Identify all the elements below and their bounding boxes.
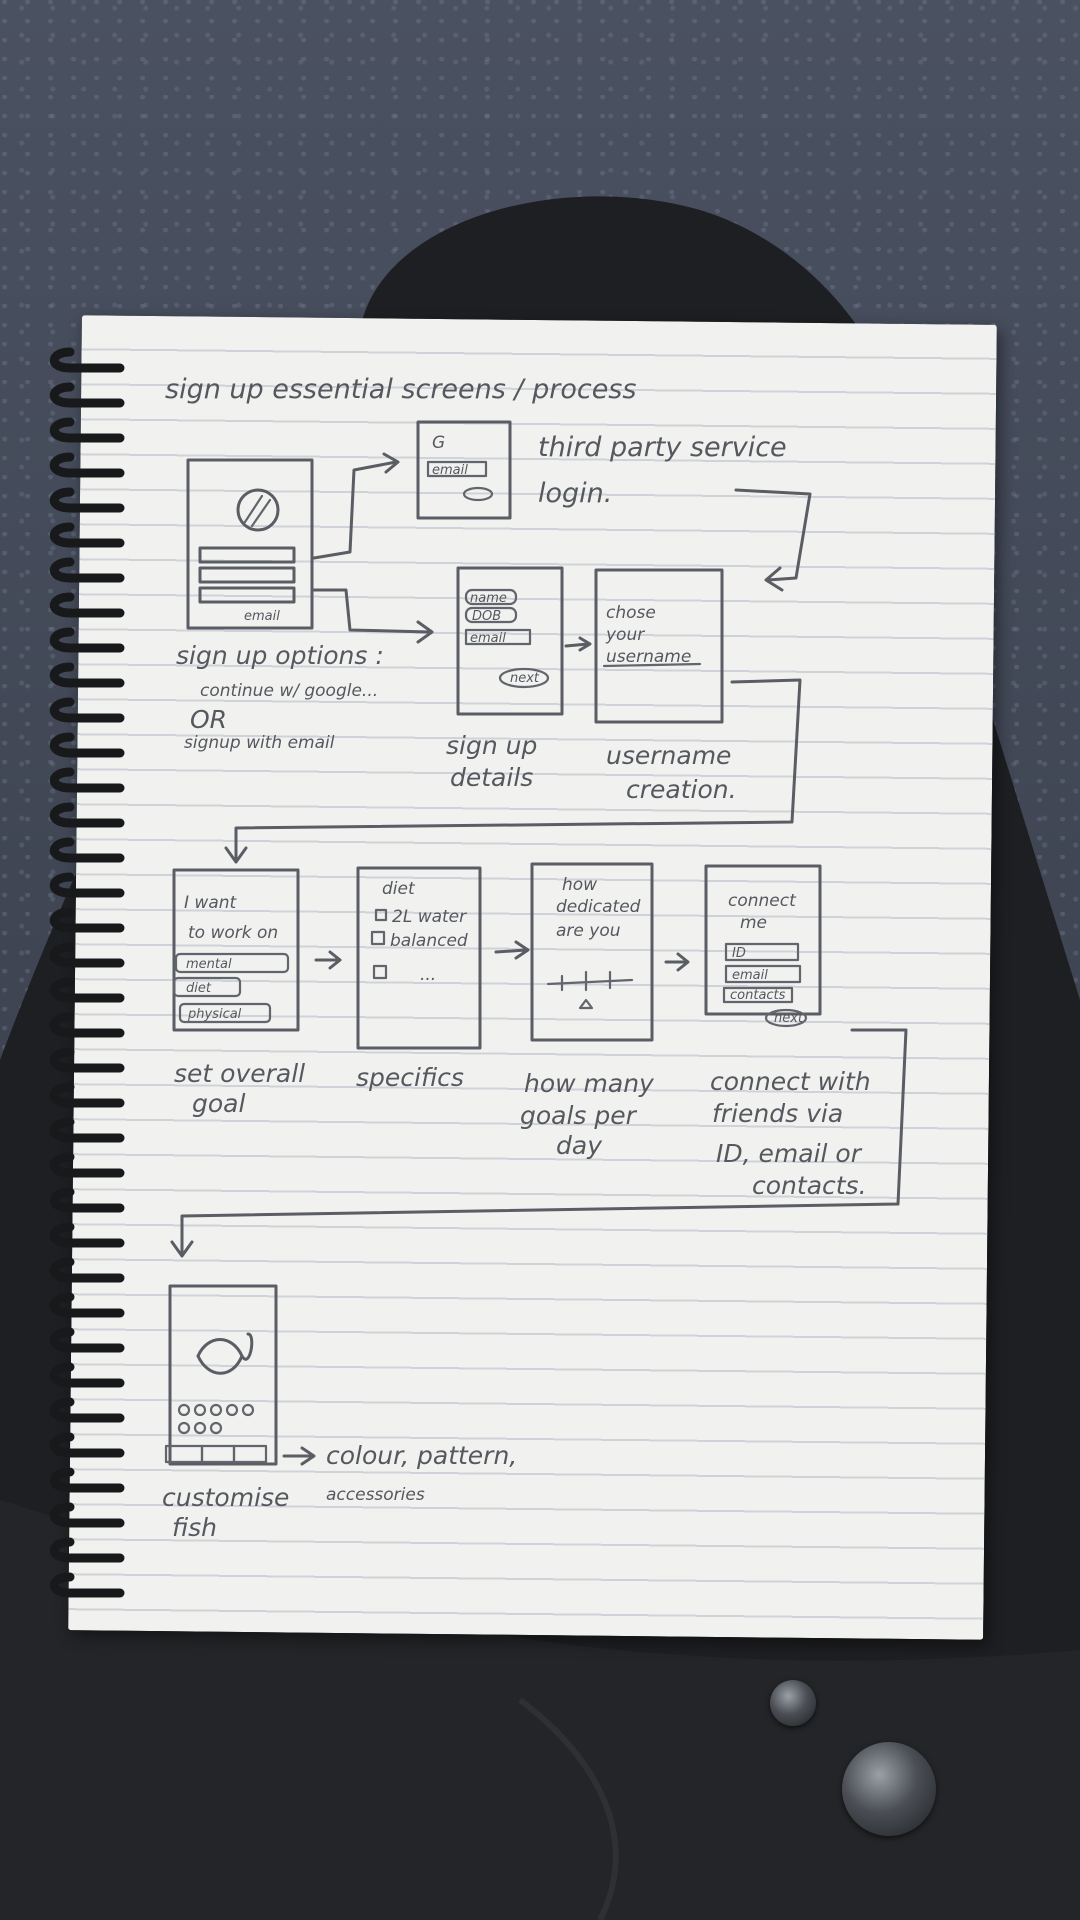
connect-contacts-field: contacts <box>730 988 786 1003</box>
spec-item-balanced: balanced <box>390 931 468 951</box>
caption-fish-2: fish <box>172 1513 217 1542</box>
goal-line1: I want <box>184 893 238 913</box>
spec-item-water: 2L water <box>392 907 467 927</box>
dedication-slider-marker <box>580 1000 592 1008</box>
caption-goal-1: set overall <box>174 1059 305 1088</box>
goal-option-physical: physical <box>187 1007 242 1022</box>
third-party-label-line1: third party service <box>538 432 787 463</box>
arrow-specifics-to-dedication <box>496 942 528 958</box>
caption-howmany-3: day <box>556 1131 603 1160</box>
caption-signup-details-2: details <box>450 763 533 792</box>
spec-title: diet <box>382 879 416 899</box>
wireframe-dedication: how dedicated are you <box>532 864 652 1040</box>
signup-options-caption-line1: sign up options : <box>176 641 384 670</box>
caption-connect-1: connect with <box>710 1067 871 1096</box>
connect-email-field: email <box>732 968 768 983</box>
arrow-dedication-to-connect <box>666 954 688 970</box>
details-email-field: email <box>470 631 506 646</box>
details-dob-field: DOB <box>472 609 501 624</box>
wireframe-connect: connect me ID email contacts next <box>706 866 820 1026</box>
logo-placeholder <box>238 490 278 530</box>
connect-line2: me <box>740 913 767 933</box>
details-name-field: name <box>470 591 507 606</box>
caption-howmany-2: goals per <box>520 1101 638 1130</box>
wireframe-set-goal: I want to work on mental diet physical <box>174 870 298 1030</box>
arrow-to-details <box>314 590 432 642</box>
dedication-line1: how <box>562 875 597 895</box>
arrow-to-google <box>314 454 398 558</box>
signup-options-caption-line4: signup with email <box>184 733 335 753</box>
caption-howmany-1: how many <box>524 1069 655 1098</box>
wireframe-google-login: G email <box>418 422 510 518</box>
username-line1: chose <box>606 603 656 623</box>
connect-next-button: next <box>774 1011 804 1026</box>
goal-option-mental: mental <box>186 957 232 972</box>
caption-signup-details-1: sign up <box>446 731 537 760</box>
arrow-to-username <box>736 490 810 590</box>
connect-id-field: ID <box>732 946 746 961</box>
wireframe-signup-options: email <box>188 460 312 628</box>
wireframe-username: chose your username <box>596 570 722 722</box>
wireframe-email-label: email <box>244 609 280 624</box>
goal-line2: to work on <box>188 923 278 943</box>
caption-goal-2: goal <box>192 1089 245 1118</box>
wireframe-signup-details: name DOB email next <box>458 568 562 714</box>
dedication-line2: dedicated <box>556 897 641 917</box>
caption-fish-options-2: accessories <box>326 1485 425 1505</box>
arrow-goal-to-specifics <box>316 952 340 968</box>
fish-icon <box>198 1334 252 1373</box>
caption-connect-4: contacts. <box>752 1171 867 1200</box>
third-party-label-line2: login. <box>538 478 612 509</box>
username-line2: your <box>605 625 645 645</box>
dedication-slider-track <box>548 980 632 984</box>
caption-username-1: username <box>606 741 731 770</box>
signup-options-caption-line2: continue w/ google... <box>200 681 378 701</box>
connect-line1: connect <box>728 891 797 911</box>
caption-connect-3: ID, email or <box>716 1139 863 1168</box>
caption-fish-1: customise <box>162 1483 289 1512</box>
spec-item-more: ... <box>420 965 436 985</box>
dedication-line3: are you <box>556 921 621 941</box>
goal-option-diet: diet <box>186 981 212 996</box>
wireframe-customise-fish <box>166 1286 276 1464</box>
google-email-field: email <box>432 463 468 478</box>
page-heading: sign up essential screens / process <box>165 374 636 405</box>
wireframe-specifics: diet 2L water balanced ... <box>358 868 480 1048</box>
arrow-details-to-username <box>566 638 590 650</box>
details-next-button: next <box>510 671 540 686</box>
signup-options-caption-line3: OR <box>190 705 227 734</box>
caption-username-2: creation. <box>626 775 737 804</box>
caption-connect-2: friends via <box>712 1099 843 1128</box>
caption-fish-options-1: colour, pattern, <box>326 1441 517 1470</box>
caption-specifics: specifics <box>356 1063 464 1092</box>
google-g-glyph: G <box>432 433 445 453</box>
arrow-fish-to-options <box>284 1448 314 1464</box>
